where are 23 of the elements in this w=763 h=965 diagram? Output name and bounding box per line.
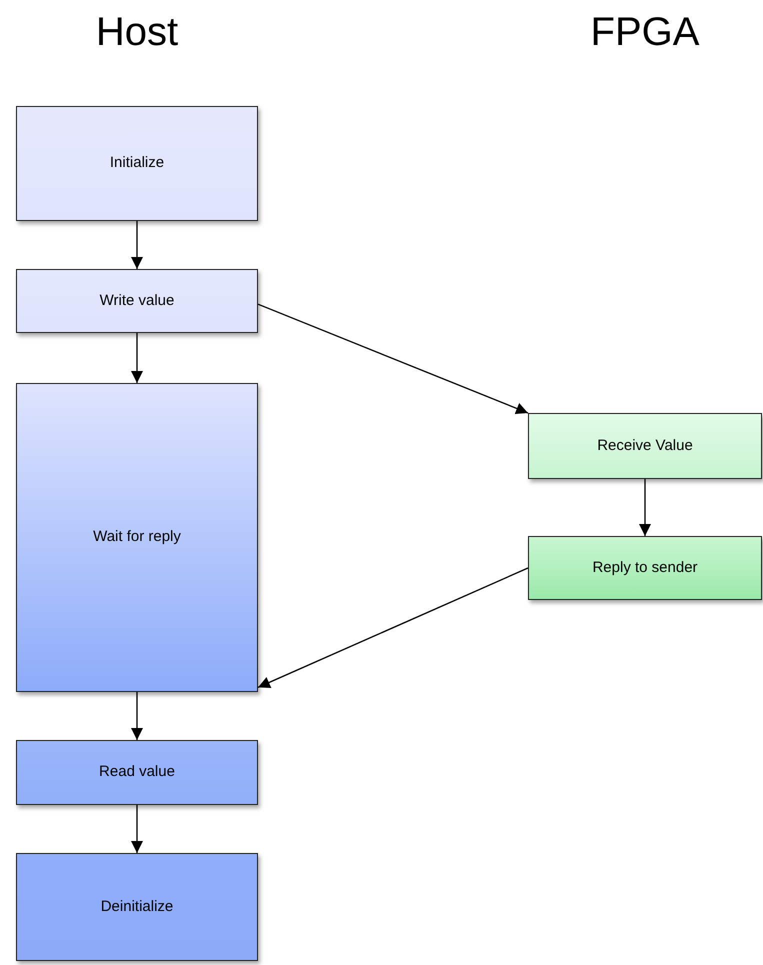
process-box	[528, 413, 762, 479]
process-box	[16, 383, 258, 692]
box-label: Reply to sender	[592, 558, 698, 578]
arrow	[258, 567, 528, 688]
arrow	[258, 304, 528, 414]
arrow	[131, 805, 143, 853]
process-box	[528, 536, 762, 600]
box-label: Write value	[100, 290, 174, 311]
column-heading: FPGA	[590, 9, 700, 56]
box-label: Wait for reply	[93, 527, 181, 548]
arrow	[131, 692, 143, 740]
column-heading: Host	[94, 9, 180, 56]
arrow	[131, 333, 143, 383]
box-label: Read value	[99, 762, 175, 782]
box-label: Receive Value	[597, 436, 693, 456]
process-box	[16, 740, 258, 805]
process-box	[16, 269, 258, 333]
process-box	[16, 853, 258, 961]
arrow	[131, 221, 143, 269]
box-label: Deinitialize	[100, 896, 174, 917]
process-box	[16, 106, 258, 221]
arrow	[639, 479, 651, 536]
box-label: Initialize	[110, 153, 164, 174]
